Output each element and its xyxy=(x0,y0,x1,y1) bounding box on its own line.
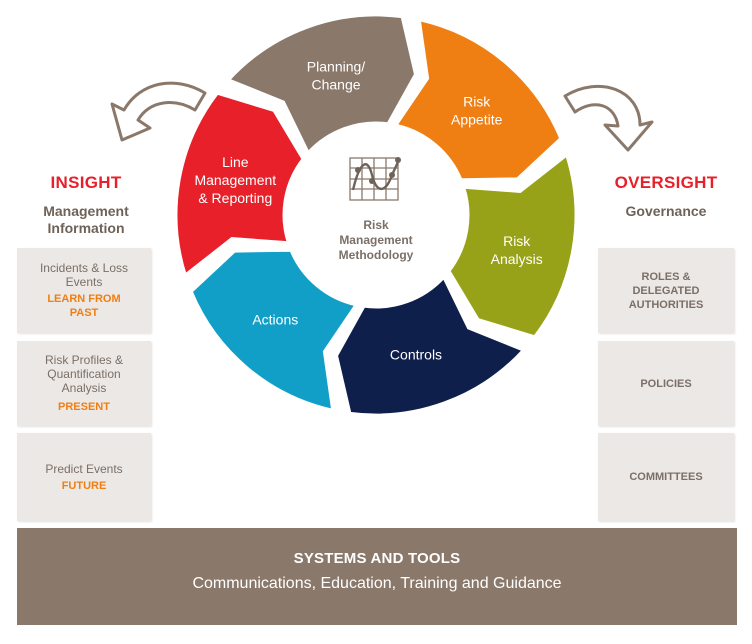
insight-box-past-tag1: LEARN FROM xyxy=(47,293,121,305)
cycle-segment-labels: Planning/ChangeRiskAppetiteRiskAnalysisC… xyxy=(194,59,542,363)
cycle-segments xyxy=(174,13,578,417)
right-curved-arrow-icon xyxy=(563,85,654,152)
insight-subtitle-line1: Management xyxy=(43,203,129,219)
segment-line-management-label-line1: Line xyxy=(222,154,249,170)
insight-subtitle-line2: Information xyxy=(47,220,125,236)
insight-box-present-tag1: PRESENT xyxy=(58,401,110,413)
insight-title: INSIGHT xyxy=(50,173,122,192)
segment-risk-appetite xyxy=(393,17,563,182)
oversight-subtitle: Governance xyxy=(625,203,707,219)
segment-planning-change-label-line2: Change xyxy=(311,77,360,93)
center-label-line2: Management xyxy=(339,233,412,247)
oversight-box-roles-line2: DELEGATED xyxy=(632,284,700,297)
oversight-box-committees-line1: COMMITTEES xyxy=(629,471,703,483)
segment-controls xyxy=(334,274,527,417)
insight-box-present-line3: Analysis xyxy=(61,381,107,395)
insight-box-future: Predict Events FUTURE xyxy=(17,433,151,521)
footer-title: SYSTEMS AND TOOLS xyxy=(293,550,461,567)
insight-box-future-line1: Predict Events xyxy=(45,461,123,476)
insight-box-past-line1: Incidents & Loss xyxy=(39,261,129,275)
footer-subtitle: Communications, Education, Training and … xyxy=(192,575,562,592)
chart-graph-icon xyxy=(349,157,401,201)
oversight-box-committees: COMMITTEES xyxy=(598,433,734,521)
insight-box-present-line1: Risk Profiles & xyxy=(44,353,124,367)
center-circle xyxy=(286,125,466,305)
segment-line-management-label-line3: & Reporting xyxy=(198,190,272,206)
insight-box-future-tag1: FUTURE xyxy=(61,479,107,492)
segment-actions xyxy=(189,248,359,413)
insight-box-present-line2: Quantification xyxy=(47,367,121,381)
oversight-title: OVERSIGHT xyxy=(614,173,718,192)
insight-heading: INSIGHT Management Information xyxy=(18,173,154,237)
segment-risk-analysis-label-line2: Analysis xyxy=(491,251,543,267)
segment-risk-appetite-label-line2: Appetite xyxy=(451,112,503,128)
oversight-box-roles: ROLES & DELEGATED AUTHORITIES xyxy=(598,248,734,333)
oversight-box-policies: POLICIES xyxy=(598,341,734,426)
systems-tools-bar: SYSTEMS AND TOOLS Communications, Educat… xyxy=(17,528,737,625)
oversight-box-policies-line1: POLICIES xyxy=(640,377,692,390)
segment-risk-appetite-label-line1: Risk xyxy=(463,94,491,110)
segment-planning-change-label-line1: Planning/ xyxy=(307,59,365,75)
oversight-box-roles-line3: AUTHORITIES xyxy=(628,298,704,311)
left-curved-arrow-icon xyxy=(110,81,207,142)
segment-controls-label-line1: Controls xyxy=(390,346,442,362)
segment-line-management-label-line2: Management xyxy=(194,172,276,188)
oversight-heading: OVERSIGHT Governance xyxy=(598,173,734,220)
insight-box-present: Risk Profiles & Quantification Analysis … xyxy=(17,341,151,426)
oversight-box-roles-line1: ROLES & xyxy=(641,270,691,283)
center-label-line1: Risk xyxy=(363,218,389,232)
insight-box-past: Incidents & Loss Events LEARN FROM PAST xyxy=(17,248,151,333)
center-label-line3: Methodology xyxy=(339,248,414,262)
segment-risk-analysis xyxy=(447,152,578,339)
insight-box-past-tag2: PAST xyxy=(69,307,99,319)
segment-risk-analysis-label-line1: Risk xyxy=(503,233,531,249)
insight-box-past-line2: Events xyxy=(65,275,103,289)
segment-actions-label-line1: Actions xyxy=(252,311,298,327)
segment-line-management xyxy=(174,91,305,278)
segment-planning-change xyxy=(225,13,418,156)
